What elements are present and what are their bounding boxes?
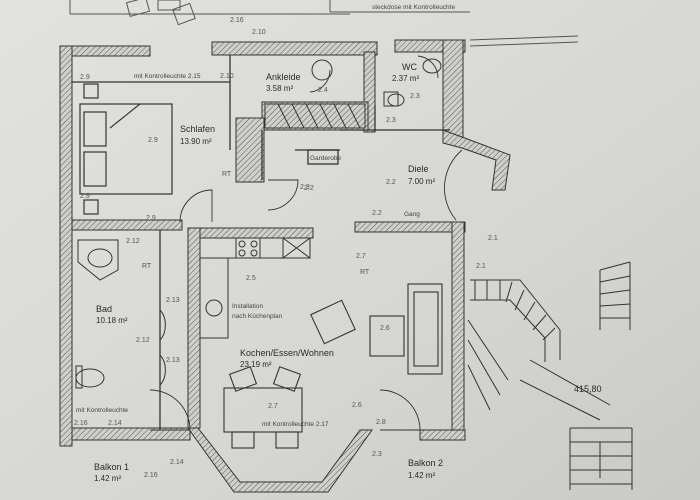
tag: 2.14 xyxy=(170,459,184,466)
tag: 2.9 xyxy=(80,193,90,200)
tag: 2.1 xyxy=(488,235,498,242)
door-swings xyxy=(149,55,463,431)
living-furniture xyxy=(223,283,443,449)
room-area-wc: 2.37 m² xyxy=(392,74,419,83)
tag: 2.9 xyxy=(80,74,90,81)
room-labels: Schlafen 13.90 m² Ankleide 3.58 m² WC 2.… xyxy=(94,62,602,483)
tag: 2.8 xyxy=(376,419,386,426)
wc-fixtures xyxy=(383,58,442,107)
note-installation-2: nach Küchenplan xyxy=(232,313,283,320)
room-area-balkon2: 1.42 m² xyxy=(408,471,435,480)
room-name-balkon1: Balkon 1 xyxy=(94,462,129,472)
tag: 2.6 xyxy=(352,402,362,409)
tag: 2.3 xyxy=(386,117,396,124)
tag: 2.7 xyxy=(356,253,366,260)
room-area-ankleide: 3.58 m² xyxy=(266,84,293,93)
tag: 2.5 xyxy=(246,275,256,282)
note-installation-1: Installation xyxy=(232,303,263,310)
tag: 2.1 xyxy=(476,263,486,270)
room-name-kochen: Kochen/Essen/Wohnen xyxy=(240,348,334,358)
tag: RT xyxy=(222,171,232,178)
tag: 2.7 xyxy=(268,403,278,410)
room-name-bad: Bad xyxy=(96,304,112,314)
room-name-ankleide: Ankleide xyxy=(266,72,301,82)
tag: 2.12 xyxy=(126,238,140,245)
tag: 2.2 xyxy=(386,179,396,186)
room-name-diele: Diele xyxy=(408,164,429,174)
note-garderobe: Garderobe xyxy=(310,155,341,162)
tag: 2.3 xyxy=(410,93,420,100)
bathroom-fixtures xyxy=(75,239,166,389)
tag: 2.2 xyxy=(372,210,382,217)
stairs xyxy=(467,261,633,490)
kitchen-units xyxy=(199,237,311,339)
room-area-diele: 7.00 m² xyxy=(408,177,435,186)
note-gang: Gang xyxy=(404,211,420,218)
room-area-balkon1: 1.42 m² xyxy=(94,474,121,483)
room-name-balkon2: Balkon 2 xyxy=(408,458,443,468)
tag: 2.3 xyxy=(300,184,310,191)
tag: 2.4 xyxy=(318,87,328,94)
room-name-schlafen: Schlafen xyxy=(180,124,215,134)
tag: 2.16 xyxy=(74,420,88,427)
tag: 2.16 xyxy=(230,17,244,24)
room-name-wc: WC xyxy=(402,62,417,72)
room-area-schlafen: 13.90 m² xyxy=(180,137,212,146)
tag: 2.2 xyxy=(304,185,314,192)
dimension-tags: 2.16 2.10 2.9 2.10 2.9 2.9 2.9 2.12 2.13… xyxy=(74,17,498,479)
tag: 2.10 xyxy=(220,73,234,80)
room-area-kochen: 23.19 m² xyxy=(240,360,272,369)
tag: 2.13 xyxy=(166,297,180,304)
partitions xyxy=(72,55,450,430)
outside-area xyxy=(69,0,579,47)
elevation-label: 415,80 xyxy=(574,384,602,394)
tag: 2.9 xyxy=(148,137,158,144)
bed xyxy=(79,83,173,215)
tag: 2.12 xyxy=(136,337,150,344)
tag: 2.3 xyxy=(372,451,382,458)
plan-notes: mit Kontrolleuchte 2.15 mit Kontrolleuch… xyxy=(76,73,420,428)
tag: 2.10 xyxy=(252,29,266,36)
tag: RT xyxy=(142,263,152,270)
note-kontrollleuchte-top: mit Kontrolleuchte 2.15 xyxy=(134,73,201,80)
tag: 2.13 xyxy=(166,357,180,364)
tag: 2.9 xyxy=(146,215,156,222)
tag: RT xyxy=(360,269,370,276)
tag: 2.14 xyxy=(108,420,122,427)
header-note: steckdose mit Kontrolleuchte xyxy=(372,4,455,11)
note-kontrollleuchte-kitchen: mit Kontrolleuchte 2.17 xyxy=(262,421,329,428)
note-kontrollleuchte-bad: mit Kontrolleuchte xyxy=(76,407,128,414)
tag: 2.6 xyxy=(380,325,390,332)
room-area-bad: 10.18 m² xyxy=(96,316,128,325)
walls xyxy=(59,39,511,493)
wardrobe xyxy=(264,59,366,129)
tag: 2.16 xyxy=(144,472,158,479)
